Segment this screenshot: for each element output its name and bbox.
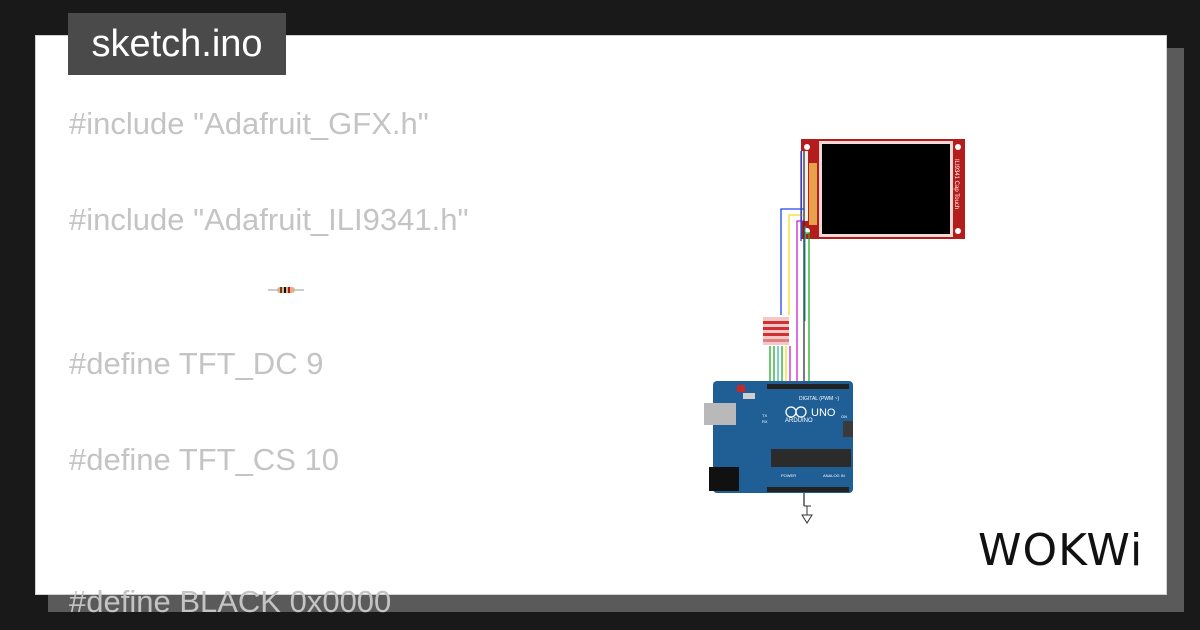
arduino-uno-board[interactable]: DIGITAL (PWM ~) ARDUINO UNO ON TX RX POW… (704, 381, 853, 493)
arduino-model: UNO (811, 407, 836, 419)
circuit-diagram: ILI9341 Cap Touch (704, 139, 965, 524)
ground-symbol (801, 505, 813, 524)
atmega-chip (771, 449, 851, 467)
file-tab[interactable]: sketch.ino (68, 13, 286, 75)
usb-port (704, 403, 736, 425)
digital-label: DIGITAL (PWM ~) (799, 396, 839, 402)
code-line: #include "Adafruit_GFX.h" (69, 106, 429, 141)
preview-card: #include "Adafruit_GFX.h" #include "Adaf… (35, 35, 1167, 619)
rx-label: RX (762, 419, 768, 424)
code-line: #define TFT_CS 10 (69, 442, 339, 477)
power-jack (709, 467, 739, 491)
wokwi-logo: WOKWi (978, 525, 1144, 576)
code-line: #include "Adafruit_ILI9341.h" (69, 202, 469, 237)
display-side-label: ILI9341 Cap Touch (953, 159, 959, 209)
digital-header (767, 384, 849, 389)
ili9341-display[interactable]: ILI9341 Cap Touch (801, 139, 965, 239)
reset-button (737, 385, 745, 392)
power-label: POWER (781, 473, 796, 478)
arduino-brand: ARDUINO (785, 418, 813, 424)
code-line: #define BLACK 0x0000 (69, 584, 392, 619)
resistor-component[interactable] (268, 284, 304, 296)
display-screen (822, 144, 950, 234)
code-editor: #include "Adafruit_GFX.h" #include "Adaf… (69, 36, 629, 619)
tx-label: TX (762, 413, 767, 418)
resistor-array[interactable] (763, 317, 789, 345)
on-label: ON (841, 414, 847, 419)
analog-label: ANALOG IN (823, 473, 845, 478)
code-line: #define TFT_DC 9 (69, 346, 324, 381)
analog-header (767, 487, 849, 492)
